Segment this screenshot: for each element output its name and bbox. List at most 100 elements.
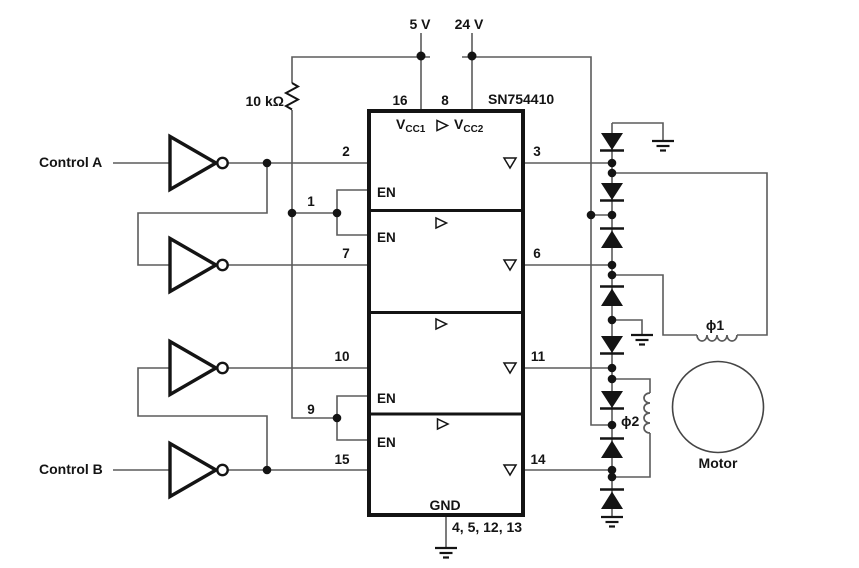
output11-triangle-icon xyxy=(502,362,518,375)
output6-triangle-icon xyxy=(502,259,518,272)
motor-label: Motor xyxy=(699,455,738,471)
junction-dots xyxy=(262,51,617,482)
driver3-triangle-icon xyxy=(435,317,449,331)
clamp-diodes xyxy=(600,133,624,509)
resistor-zigzag xyxy=(283,82,301,111)
junction-dot xyxy=(287,208,297,218)
junction-dot xyxy=(607,270,617,280)
junction-dot xyxy=(262,158,272,168)
phase1-coil xyxy=(696,334,738,342)
junction-dot xyxy=(607,315,617,325)
motor-circle xyxy=(671,360,765,454)
inverter-4-bubble xyxy=(216,463,229,477)
ic-name-label: SN754410 xyxy=(488,91,554,107)
wire-5v-to-resistor xyxy=(291,56,430,83)
diode-4-up xyxy=(601,288,623,306)
junction-dot xyxy=(607,158,617,168)
junction-dot xyxy=(467,51,477,61)
inverter-3-bubble xyxy=(216,361,229,375)
junction-dot xyxy=(607,210,617,220)
wire-en12-bracket xyxy=(336,189,369,236)
wire-phase1-right xyxy=(612,172,768,336)
diode-3-up xyxy=(601,230,623,248)
wire-phase2-bottom xyxy=(612,433,651,478)
junction-dot xyxy=(607,260,617,270)
wire-phase1-left xyxy=(612,274,697,336)
wire-top-ground xyxy=(612,122,664,140)
junction-dot xyxy=(332,413,342,423)
phase2-label: ϕ2 xyxy=(621,413,639,429)
driver2-triangle-icon xyxy=(435,216,449,230)
phase1-label: ϕ1 xyxy=(706,317,724,333)
gnd-pins-label: 4, 5, 12, 13 xyxy=(452,519,522,535)
wire-mid-ground xyxy=(612,319,643,334)
pin6-label: 6 xyxy=(533,246,541,261)
inverter-1 xyxy=(168,133,220,193)
control-a-label: Control A xyxy=(39,154,102,170)
diode-6-down xyxy=(601,391,623,408)
ground-symbol-chain-bottom xyxy=(601,515,623,528)
diode-8-up xyxy=(601,491,623,509)
diode-7-up xyxy=(601,440,623,458)
diode-1-down xyxy=(601,133,623,150)
output14-triangle-icon xyxy=(502,464,518,477)
junction-dot xyxy=(332,208,342,218)
en-label-3: EN xyxy=(377,391,396,406)
inverter-3 xyxy=(168,338,220,398)
diode-2-down xyxy=(601,183,623,200)
gnd-label: GND xyxy=(429,497,460,513)
wire-resistor-to-enables xyxy=(291,110,337,419)
junction-dot xyxy=(607,465,617,475)
ground-symbol-mid xyxy=(631,333,653,346)
wire-phase2-top xyxy=(612,378,651,393)
inverter-4 xyxy=(168,440,220,500)
wire-24v-rail xyxy=(462,56,612,426)
wire-en34-bracket xyxy=(336,395,369,441)
inverters xyxy=(168,133,229,500)
en-label-2: EN xyxy=(377,230,396,245)
driver4-triangle-icon xyxy=(436,417,450,431)
pin10-label: 10 xyxy=(334,349,349,364)
pin8-label: 8 xyxy=(441,93,449,108)
en-label-1: EN xyxy=(377,185,396,200)
ic-sn754410 xyxy=(367,109,525,517)
supply-5v-label: 5 V xyxy=(409,16,431,32)
driver1-triangle-icon xyxy=(436,119,450,132)
vcc1-label: VCC1 xyxy=(396,116,426,135)
pin11-label: 11 xyxy=(531,349,546,364)
text-labels: Control A Control B 10 kΩ 5 V 24 V SN754… xyxy=(39,16,738,535)
junction-dot xyxy=(607,472,617,482)
pin16-label: 16 xyxy=(392,93,408,108)
wire-crossfeed-top xyxy=(137,163,268,266)
junction-dot xyxy=(607,374,617,384)
grounds xyxy=(435,139,674,559)
pin15-label: 15 xyxy=(334,452,350,467)
ground-symbol-top xyxy=(652,139,674,152)
junction-dot xyxy=(262,465,272,475)
diode-5-down xyxy=(601,336,623,353)
pin2-label: 2 xyxy=(342,144,350,159)
ground-symbol-ic xyxy=(435,546,457,559)
pin3-label: 3 xyxy=(533,144,541,159)
control-b-label: Control B xyxy=(39,461,103,477)
inverter-1-bubble xyxy=(216,156,229,170)
en-label-4: EN xyxy=(377,435,396,450)
inverter-2-bubble xyxy=(216,258,229,272)
junction-dot xyxy=(607,363,617,373)
pin14-label: 14 xyxy=(530,452,546,467)
vcc2-label: VCC2 xyxy=(454,116,484,135)
pin9-label: 9 xyxy=(307,402,315,417)
junction-dot xyxy=(416,51,426,61)
junction-dot xyxy=(607,420,617,430)
motor-assembly xyxy=(643,334,765,454)
resistor-label: 10 kΩ xyxy=(246,93,284,109)
phase2-coil xyxy=(643,392,651,434)
supply-24v-label: 24 V xyxy=(455,16,484,32)
pin1-label: 1 xyxy=(307,194,315,209)
junction-dot xyxy=(607,168,617,178)
pin7-label: 7 xyxy=(342,246,350,261)
output3-triangle-icon xyxy=(502,157,518,170)
wire-crossfeed-bottom xyxy=(137,367,268,470)
